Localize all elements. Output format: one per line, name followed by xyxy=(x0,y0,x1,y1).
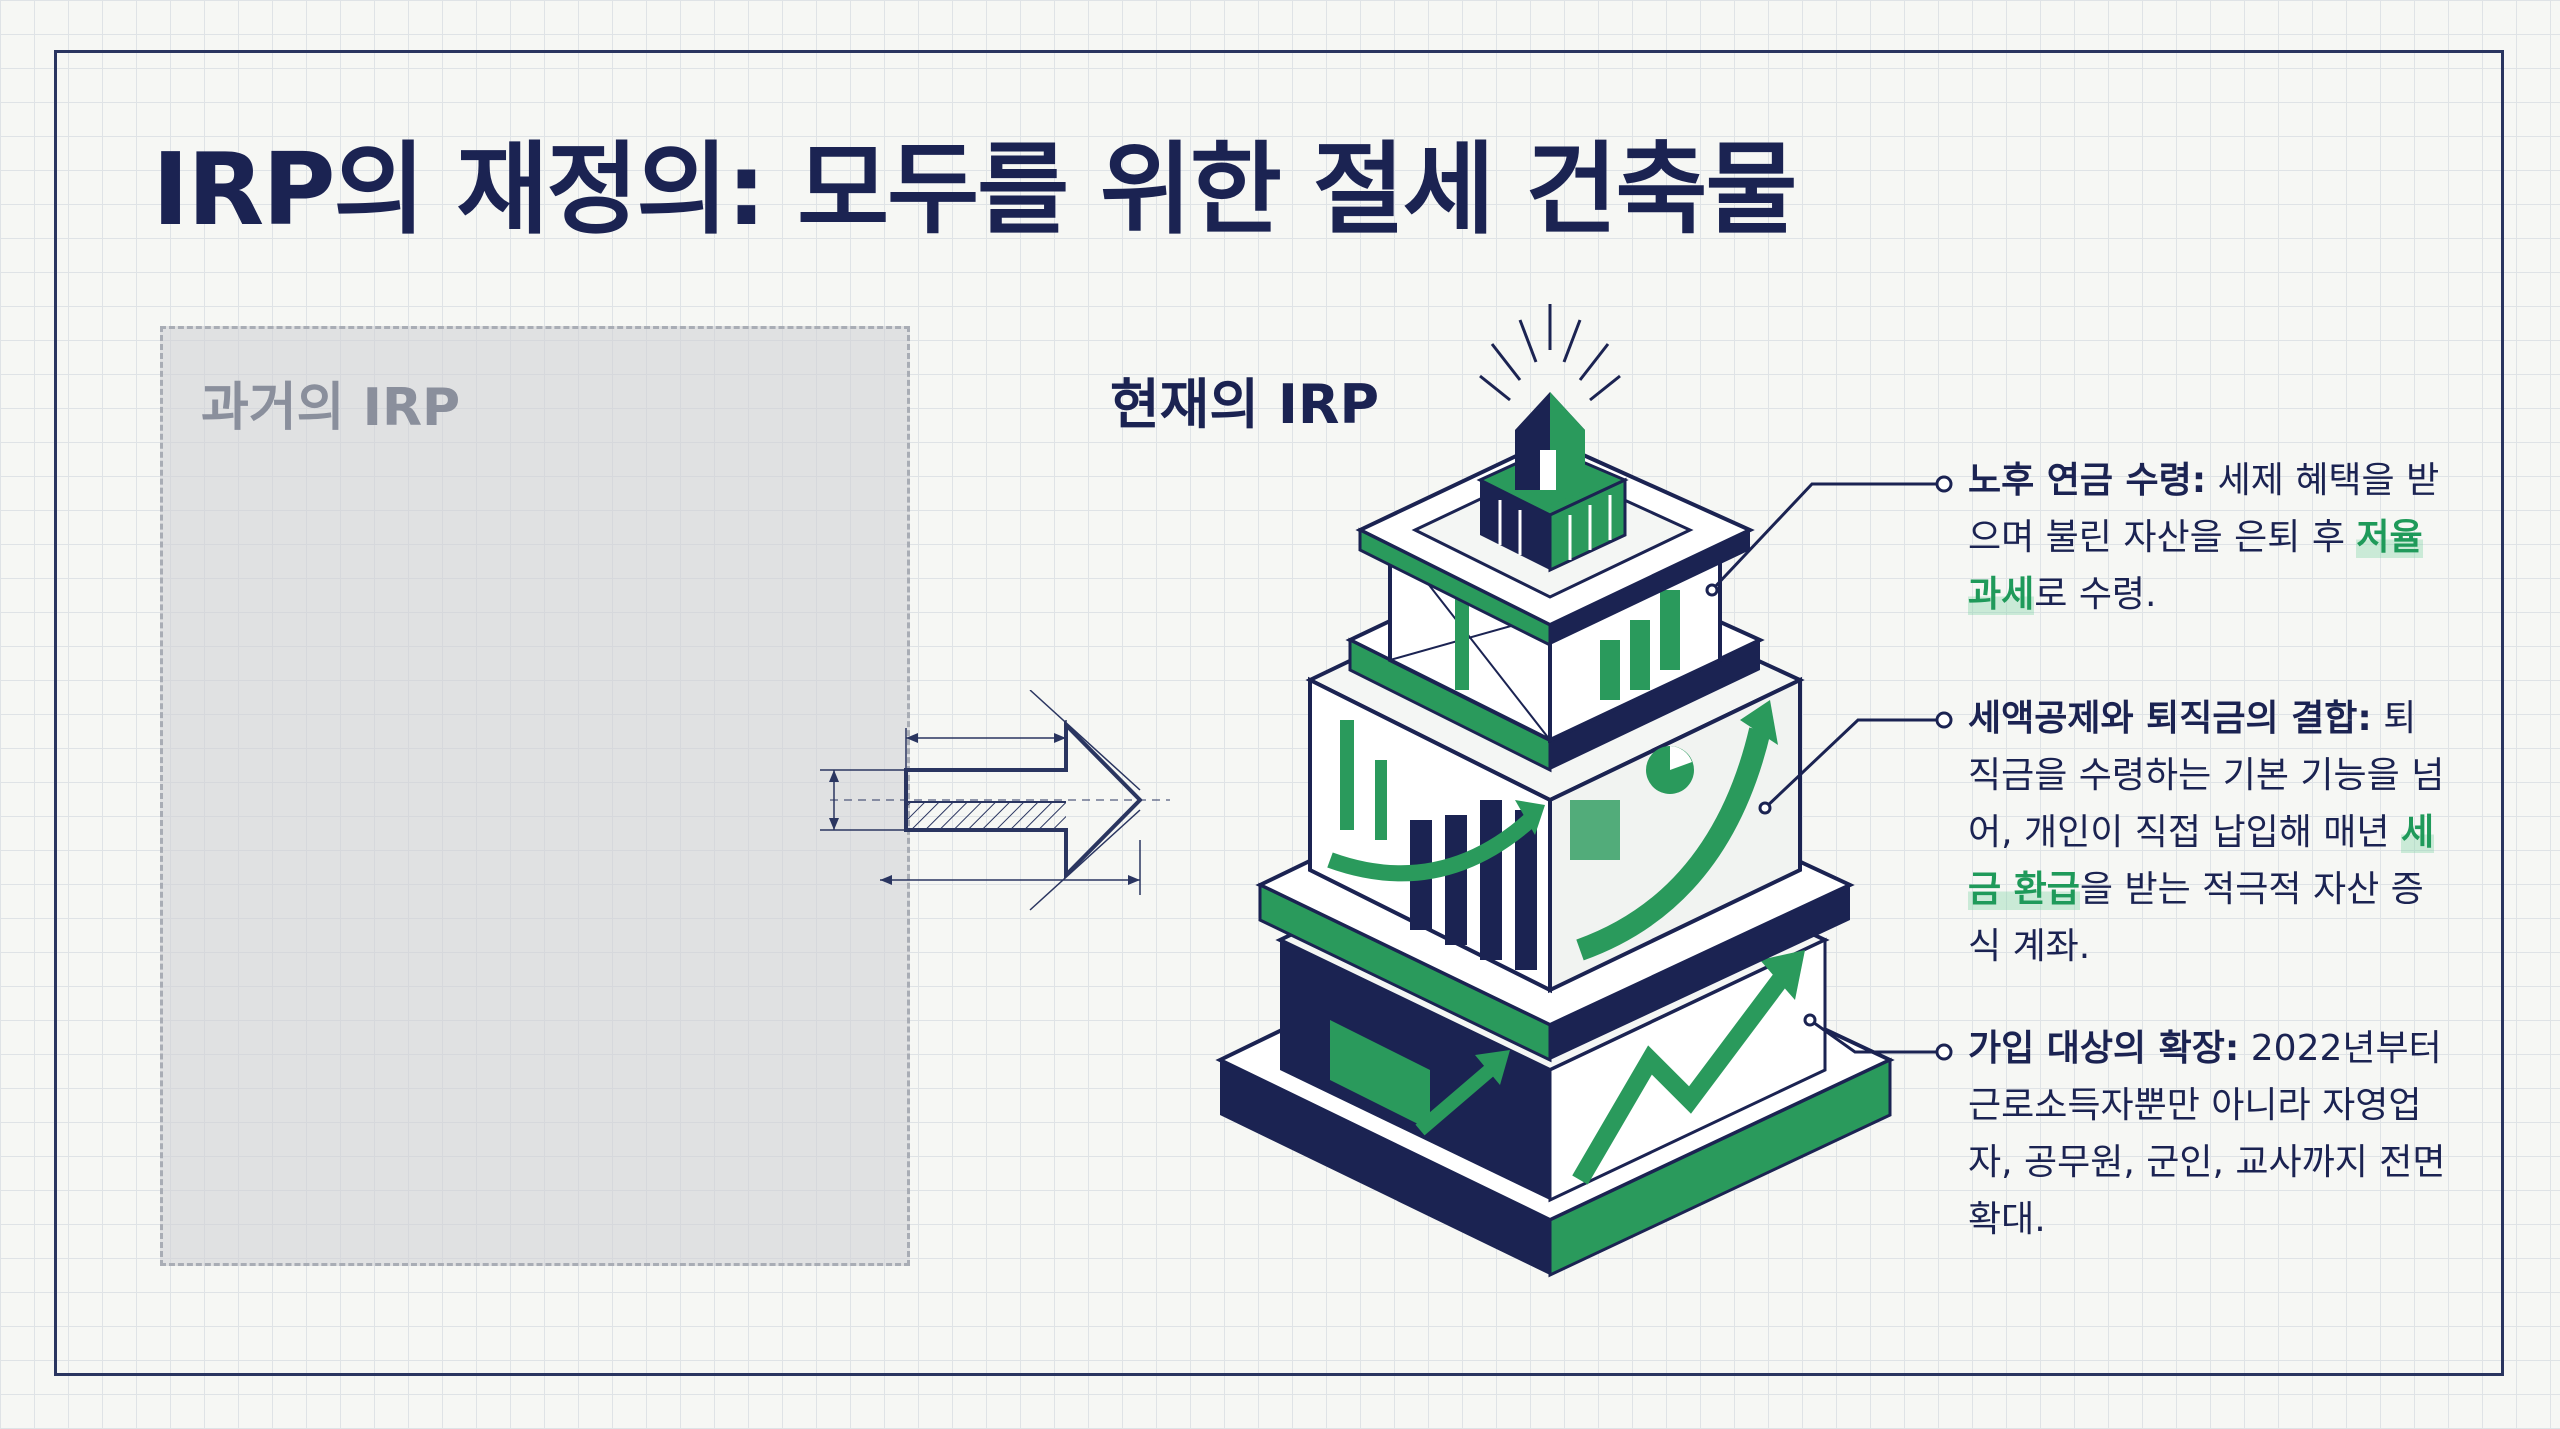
page-title: IRP의 재정의: 모두를 위한 절세 건축물 xyxy=(152,131,1798,248)
callout-head: 가입 대상의 확장: xyxy=(1968,1028,2240,1069)
blueprint-frame xyxy=(54,50,2504,1376)
past-irp-panel: 과거의 IRP xyxy=(160,326,910,1266)
callout-text-end: 을 받는 적극적 자산 증식 계좌. xyxy=(1968,869,2424,967)
callout-text: 2022년부터 근로소득자뿐만 아니라 자영업자, 공무원, 군인, 교사까지 … xyxy=(1968,1028,2446,1240)
callout-head: 세액공제와 퇴직금의 결합: xyxy=(1968,698,2372,739)
callout-text: 퇴직금을 수령하는 기본 기능을 넘어, 개인이 직접 납입해 매년 xyxy=(1968,698,2445,853)
callout-head: 노후 연금 수령: xyxy=(1968,460,2207,501)
callout-eligibility-expansion: 가입 대상의 확장: 2022년부터 근로소득자뿐만 아니라 자영업자, 공무원… xyxy=(1968,1020,2448,1248)
present-irp-label: 현재의 IRP xyxy=(1110,373,1380,436)
transition-arrow-icon xyxy=(820,690,1170,911)
light-rays-icon xyxy=(1479,304,1621,402)
callout-retirement-pension: 노후 연금 수령: 세제 혜택을 받으며 불린 자산을 은퇴 후 저율 과세로 … xyxy=(1968,452,2448,623)
callout-text: 세제 혜택을 받으며 불린 자산을 은퇴 후 xyxy=(1968,460,2440,558)
callout-tax-credit: 세액공제와 퇴직금의 결합: 퇴직금을 수령하는 기본 기능을 넘어, 개인이 … xyxy=(1968,690,2448,975)
past-irp-label: 과거의 IRP xyxy=(201,378,461,438)
irp-building-icon xyxy=(1215,304,1895,1278)
callout-text-end: 로 수령. xyxy=(2034,574,2157,615)
